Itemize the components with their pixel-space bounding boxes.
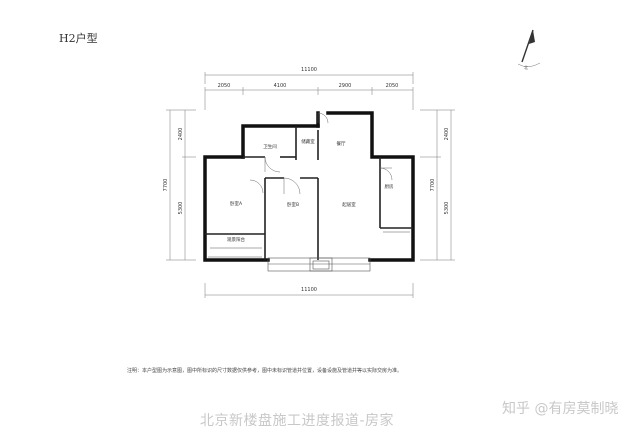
dim-left-lower: 5300 (178, 202, 184, 215)
dim-right-upper: 2400 (444, 128, 450, 141)
footnote: 注明：本户型图为示意图，图中所标识的尺寸数据仅供参考，图中未标识管道井位置，设备… (127, 368, 403, 374)
dim-top-seg-2: 4100 (274, 83, 287, 89)
window-lines (208, 231, 410, 272)
room-balcony: 观景阳台 (227, 236, 245, 243)
dim-right-lower: 5300 (444, 202, 450, 215)
room-bedroom-a: 卧室A (230, 200, 243, 207)
dim-top-seg-3: 2900 (339, 83, 352, 89)
dim-top-seg-4: 2050 (386, 83, 399, 89)
compass-label: 北 (524, 64, 528, 70)
dim-left-upper: 2400 (178, 128, 184, 141)
dim-left-outer: 7700 (163, 179, 169, 192)
dimension-labels: 11100 2050 4100 2900 2050 11100 7700 240… (163, 67, 450, 293)
compass-icon: 北 (517, 29, 541, 70)
inner-walls (205, 126, 413, 260)
dim-top-total: 11100 (301, 67, 317, 73)
room-labels: 卫生间 储藏室 餐厅 卧室A 卧室B 起居室 厨房 观景阳台 (227, 138, 394, 243)
dimension-lines (166, 72, 455, 298)
room-storage: 储藏室 (301, 138, 315, 145)
dim-bottom-total: 11100 (301, 287, 317, 293)
door-swings (249, 112, 393, 195)
room-bathroom: 卫生间 (263, 143, 277, 150)
watermark-left: 北京新楼盘施工进度报道-房家 (200, 413, 395, 429)
room-bedroom-b: 卧室B (287, 201, 299, 208)
dim-top-seg-1: 2050 (218, 83, 231, 89)
dim-right-outer: 7700 (430, 179, 436, 192)
watermark-right: 知乎 @有房莫制晓 (502, 401, 619, 417)
room-living: 起居室 (342, 201, 356, 208)
plan-title: H2户型 (59, 32, 98, 45)
room-kitchen: 厨房 (385, 183, 394, 190)
room-entry: 餐厅 (337, 140, 346, 147)
